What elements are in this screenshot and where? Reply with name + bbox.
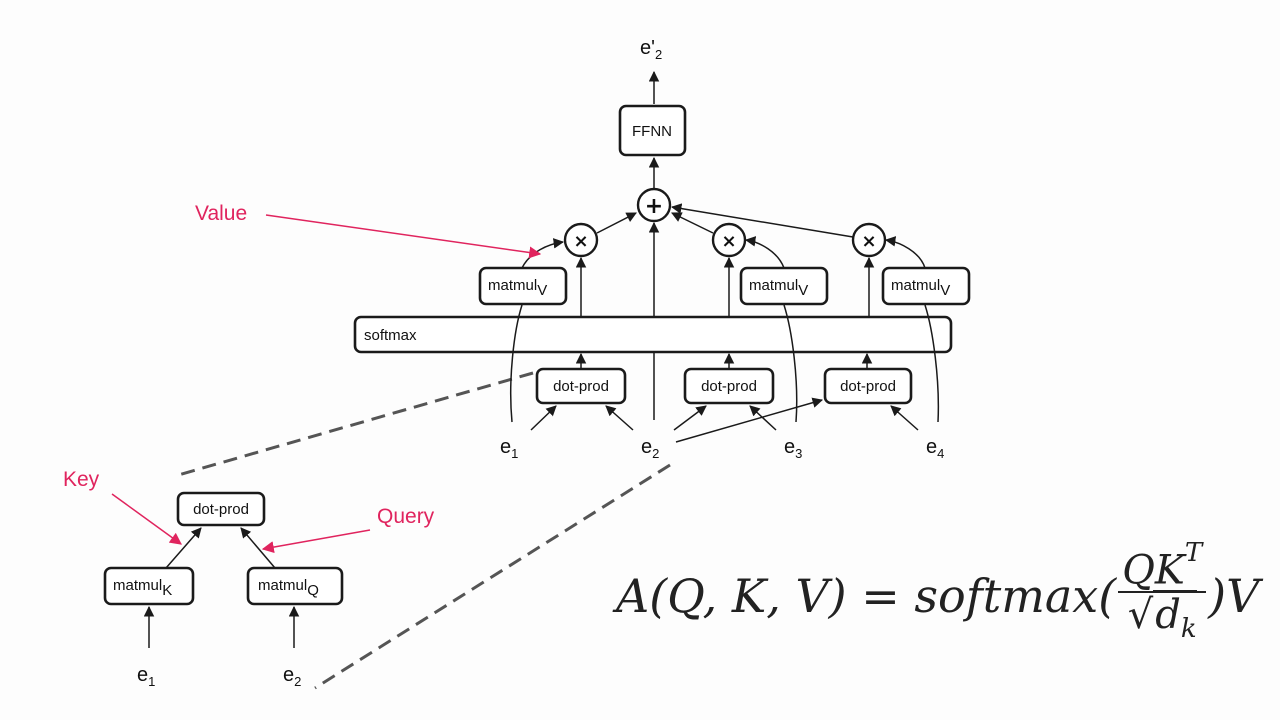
matmul-v-box-1 xyxy=(478,266,568,306)
arrow-matmul-v2-to-mul2 xyxy=(744,236,785,269)
query-annotation: Query xyxy=(377,505,435,528)
detail-input-label-e2: e2 xyxy=(283,664,301,689)
formula-denominator: √dk xyxy=(1124,590,1201,644)
formula-numerator-exp: T xyxy=(1184,538,1203,568)
formula-radicand: dk xyxy=(1153,590,1197,644)
arrow-mul3-to-add xyxy=(670,203,854,238)
matmul-v-label-2: matmulV xyxy=(749,277,808,299)
multiply-symbol-3: × xyxy=(861,231,876,252)
arrow-matmul-v1-to-mul1 xyxy=(521,238,565,269)
detail-matmul-q-label: matmulQ xyxy=(258,577,319,599)
dot-prod-label-2: dot-prod xyxy=(701,378,757,395)
curve-e4-to-matmul-v3 xyxy=(924,304,940,423)
formula-denominator-sub: k xyxy=(1180,614,1197,645)
attention-formula: A(Q, K, V) = softmax( QKT √dk )V xyxy=(616,539,1260,644)
query-annotation-arrow xyxy=(261,529,371,554)
input-label-e3: e3 xyxy=(784,436,802,461)
detail-matmul-k-box xyxy=(103,566,195,606)
formula-lhs: A(Q, K, V) = softmax( xyxy=(616,568,1117,623)
detail-input-label-e1: e1 xyxy=(137,664,155,689)
add-symbol: + xyxy=(645,194,663,219)
formula-fraction: QKT √dk xyxy=(1118,539,1207,644)
matmul-v-label-1: matmulV xyxy=(488,277,547,299)
key-annotation-arrow xyxy=(111,493,182,545)
formula-numerator-qk: QK xyxy=(1122,547,1185,594)
add-node xyxy=(636,187,672,223)
ffnn-box xyxy=(618,104,687,157)
arrow-e2-to-dotprod2 xyxy=(673,405,707,431)
dot-prod-box-2 xyxy=(683,367,775,405)
curve-e3-to-matmul-v2 xyxy=(783,304,798,423)
multiply-symbol-2: × xyxy=(721,231,736,252)
matmul-v-label-3: matmulV xyxy=(891,277,950,299)
input-label-e4: e4 xyxy=(926,436,944,461)
formula-root-symbol: √ xyxy=(1127,592,1154,639)
arrow-mul1-to-add xyxy=(596,212,637,234)
formula-denominator-d: d xyxy=(1155,592,1181,639)
multiply-node-1 xyxy=(563,222,599,258)
matmul-v-box-3 xyxy=(881,266,971,306)
key-annotation: Key xyxy=(63,468,100,491)
dot-prod-box-3 xyxy=(823,367,913,405)
softmax-label: softmax xyxy=(364,327,417,344)
detail-matmul-k-label: matmulK xyxy=(113,577,172,599)
detail-arrow-q-to-dotprod xyxy=(240,527,276,569)
dot-prod-box-1 xyxy=(535,367,627,405)
zoom-dashed-line-top xyxy=(174,371,534,478)
input-label-e2: e2 xyxy=(641,436,659,461)
zoom-dashed-line-bottom xyxy=(314,463,671,690)
softmax-bar xyxy=(353,315,953,354)
multiply-symbol-1: × xyxy=(573,231,588,252)
arrow-e4-to-dotprod3 xyxy=(890,405,919,431)
formula-rhs: )V xyxy=(1208,568,1260,623)
ffnn-label: FFNN xyxy=(632,123,672,140)
formula-numerator: QKT xyxy=(1118,539,1206,594)
arrow-e3-to-dotprod2 xyxy=(749,405,777,431)
arrow-e1-to-dotprod1 xyxy=(530,405,557,431)
detail-matmul-q-box xyxy=(246,566,344,606)
input-label-e1: e1 xyxy=(500,436,518,461)
arrow-matmul-v3-to-mul3 xyxy=(884,236,926,269)
detail-dot-prod-label: dot-prod xyxy=(193,501,249,518)
output-label: e'2 xyxy=(640,37,662,62)
curve-e1-to-matmul-v1 xyxy=(510,304,523,423)
formula-fraction-bar xyxy=(1118,591,1207,594)
detail-dot-prod-box xyxy=(176,491,266,527)
arrow-e2-to-dotprod3 xyxy=(675,397,824,443)
value-annotation: Value xyxy=(195,202,247,225)
detail-arrow-k-to-dotprod xyxy=(165,527,202,569)
value-annotation-arrow xyxy=(265,214,542,259)
dot-prod-label-1: dot-prod xyxy=(553,378,609,395)
arrow-e2-to-dotprod1 xyxy=(605,405,634,431)
arrow-mul2-to-add xyxy=(671,212,714,234)
dot-prod-label-3: dot-prod xyxy=(840,378,896,395)
